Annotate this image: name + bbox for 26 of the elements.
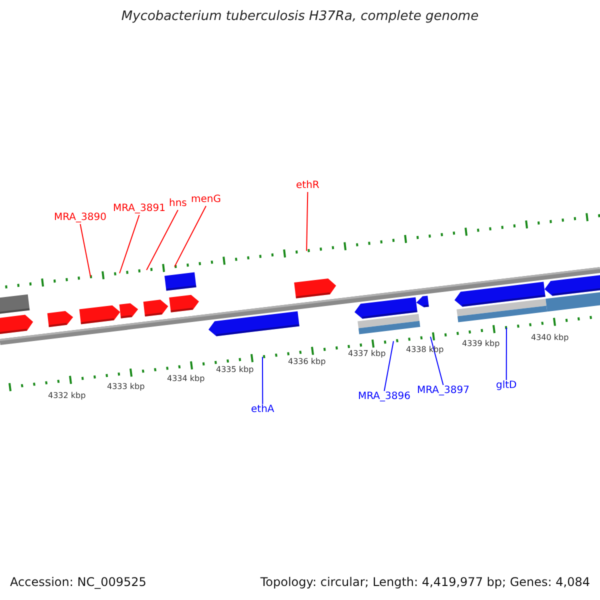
gene-label: ethR bbox=[296, 181, 320, 191]
leader-line bbox=[306, 192, 308, 252]
scale-label: 4336 kbp bbox=[288, 358, 326, 366]
gene-label: menG bbox=[191, 195, 221, 205]
scale-label: 4333 kbp bbox=[107, 383, 145, 391]
gene-label: MRA_3896 bbox=[358, 392, 410, 402]
scale-label: 4334 kbp bbox=[167, 375, 205, 383]
scale-label: 4337 kbp bbox=[348, 350, 386, 358]
gene-label: MRA_3891 bbox=[113, 204, 166, 214]
scale-label: 4335 kbp bbox=[216, 366, 254, 374]
leader-line bbox=[119, 214, 140, 274]
scale-track bbox=[5, 213, 600, 288]
leader-line bbox=[384, 340, 394, 392]
title: Mycobacterium tuberculosis H37Ra, complete genome bbox=[120, 10, 480, 23]
leader-line bbox=[174, 206, 206, 268]
scale-label: 4340 kbp bbox=[531, 334, 569, 342]
scale-label: 4339 kbp bbox=[462, 340, 500, 348]
leader-line bbox=[262, 356, 264, 404]
leader-line bbox=[80, 224, 92, 278]
leader-line bbox=[146, 210, 178, 271]
accession-text: Accession: NC_009525 bbox=[10, 576, 146, 588]
genome-info-text: Topology: circular; Length: 4,419,977 bp; Genes: 4,084 bbox=[260, 576, 590, 588]
gene-label: MRA_3897 bbox=[417, 386, 470, 396]
leader-line bbox=[506, 327, 507, 380]
gene-label: hns bbox=[169, 199, 187, 209]
gene-label: ethA bbox=[251, 405, 274, 415]
